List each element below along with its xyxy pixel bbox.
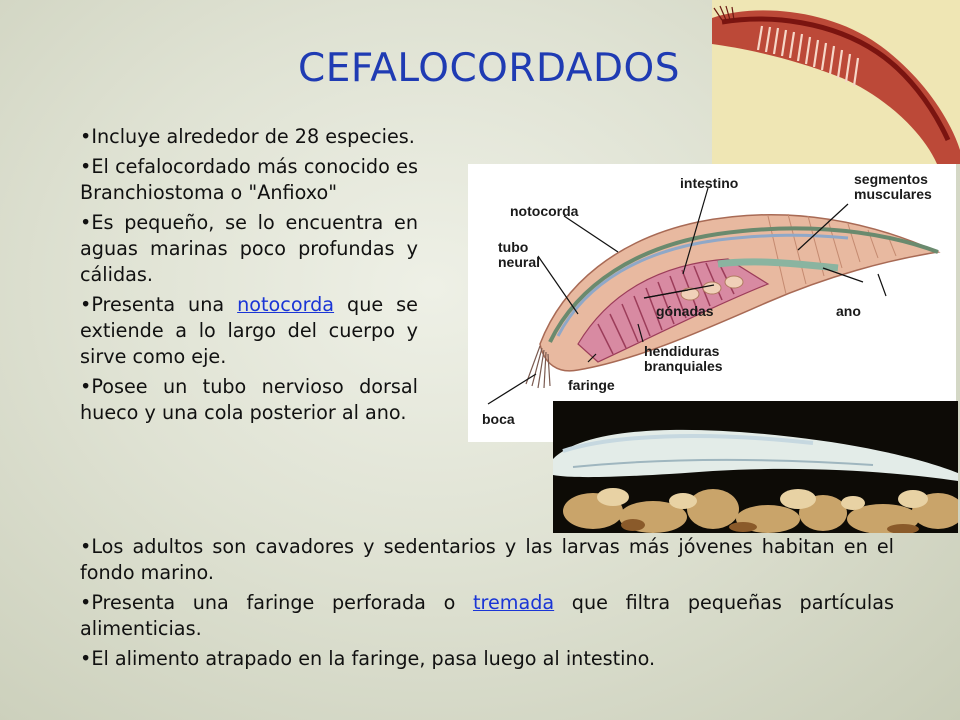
amphioxus-anatomy-diagram: notocorda intestino segmentos musculares… [468,164,956,442]
bullet-item: •Los adultos son cavadores y sedentarios… [80,535,894,584]
label-tubo-neural: tubo neural [498,239,541,270]
bullet-item: •Incluye alrededor de 28 especies. [80,125,415,148]
label-faringe: faringe [568,377,615,393]
tremada-link[interactable]: tremada [472,591,555,614]
label-notocorda: notocorda [510,203,579,219]
label-boca: boca [482,411,515,427]
bullet-item: •El alimento atrapado en la faringe, pas… [80,647,656,670]
label-intestino: intestino [680,175,739,191]
bullet-item: •Es pequeño, se lo encuentra en aguas ma… [80,211,418,286]
amphioxus-photo-drawing [553,401,958,533]
amphioxus-photo [553,401,958,533]
bullet-item: •Presenta una faringe perforada o tremad… [80,591,894,640]
amphioxus-stained-photo [712,0,960,164]
label-segmentos-musculares: segmentos musculares [854,171,932,202]
label-ano: ano [836,303,861,319]
left-bullet-list: •Incluye alrededor de 28 especies. •El c… [80,124,418,430]
amphioxus-body-drawing [468,164,956,442]
amphioxus-stained-drawing [712,0,960,164]
bullet-item: •Presenta una notocorda que se extiende … [80,293,418,368]
bullet-item: •Posee un tubo nervioso dorsal hueco y u… [80,375,418,424]
bullet-item: •El cefalocordado más conocido es Branch… [80,155,418,204]
notocorda-link[interactable]: notocorda [237,293,335,316]
bottom-bullet-list: •Los adultos son cavadores y sedentarios… [80,534,894,676]
slide-title: CEFALOCORDADOS [298,46,680,91]
label-gonadas: gónadas [656,303,714,319]
label-hendiduras-branquiales: hendiduras branquiales [644,343,723,374]
